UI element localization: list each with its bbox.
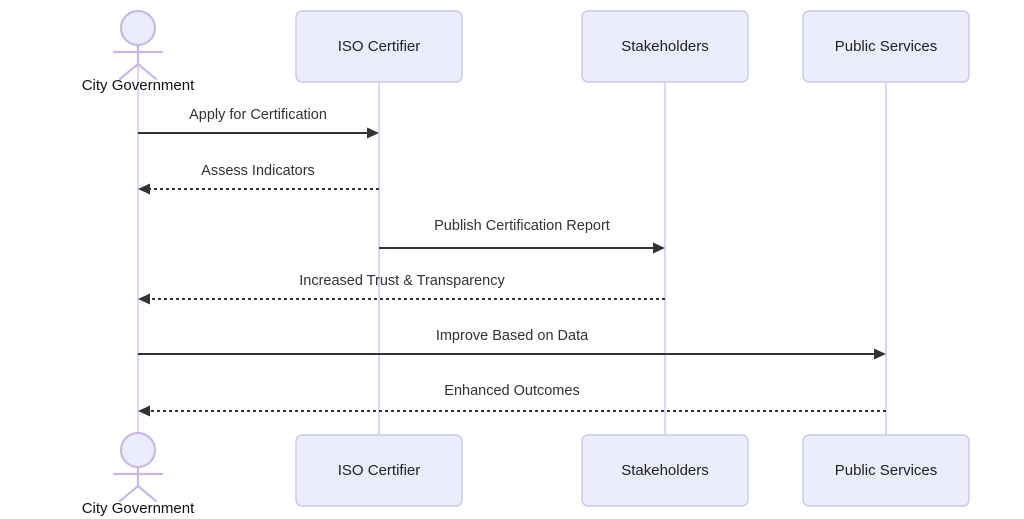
participant-label-bottom: ISO Certifier (338, 462, 421, 479)
participant-header-iso-certifier[interactable]: ISO Certifier (295, 10, 463, 83)
message-label: Assess Indicators (201, 163, 315, 179)
actor-head-icon (119, 431, 157, 469)
participant-label-bottom: City Government (82, 500, 195, 517)
message-arrowhead-left-icon (138, 293, 150, 305)
message-arrowhead-left-icon (138, 405, 150, 417)
message-label: Publish Certification Report (434, 218, 610, 234)
actor-head-icon (119, 9, 157, 47)
participant-label-top: ISO Certifier (338, 38, 421, 55)
participant-box-top[interactable] (295, 10, 463, 83)
message-arrowhead-right-icon (367, 127, 379, 139)
participant-footer-public-services[interactable]: Public Services (802, 434, 970, 507)
actor-leg-left-icon (118, 484, 140, 503)
message-label: Enhanced Outcomes (444, 383, 579, 399)
participant-box-bottom[interactable] (581, 434, 749, 507)
participant-box-bottom[interactable] (802, 434, 970, 507)
participant-footer-city-government[interactable]: City Government (82, 431, 195, 517)
participant-footer-stakeholders[interactable]: Stakeholders (581, 434, 749, 507)
participant-box-bottom[interactable] (295, 434, 463, 507)
message-improve-based-on-data[interactable]: Improve Based on Data (138, 328, 886, 360)
message-apply-for-certification[interactable]: Apply for Certification (138, 107, 379, 139)
message-enhanced-outcomes[interactable]: Enhanced Outcomes (138, 383, 886, 417)
participant-header-stakeholders[interactable]: Stakeholders (581, 10, 749, 83)
message-publish-certification-report[interactable]: Publish Certification Report (379, 218, 665, 254)
participant-header-public-services[interactable]: Public Services (802, 10, 970, 83)
message-arrowhead-left-icon (138, 183, 150, 195)
participant-label-top: Public Services (835, 38, 938, 55)
participant-footer-iso-certifier[interactable]: ISO Certifier (295, 434, 463, 507)
message-label: Increased Trust & Transparency (299, 273, 505, 289)
actor-leg-right-icon (136, 484, 158, 503)
actor-leg-left-icon (118, 62, 140, 81)
message-assess-indicators[interactable]: Assess Indicators (138, 163, 379, 195)
message-arrowhead-right-icon (874, 348, 886, 360)
participant-label-bottom: Stakeholders (621, 462, 709, 479)
actor-leg-right-icon (136, 62, 158, 81)
participant-box-top[interactable] (581, 10, 749, 83)
participant-label-top: Stakeholders (621, 38, 709, 55)
message-label: Improve Based on Data (436, 328, 589, 344)
participant-header-city-government[interactable]: City Government (82, 9, 195, 94)
message-arrowhead-right-icon (653, 242, 665, 254)
participant-label-bottom: Public Services (835, 462, 938, 479)
participant-box-top[interactable] (802, 10, 970, 83)
lifelines-layer (136, 60, 888, 435)
message-label: Apply for Certification (189, 107, 327, 123)
participant-label-top: City Government (82, 77, 195, 94)
message-increased-trust-transparency[interactable]: Increased Trust & Transparency (138, 273, 665, 305)
